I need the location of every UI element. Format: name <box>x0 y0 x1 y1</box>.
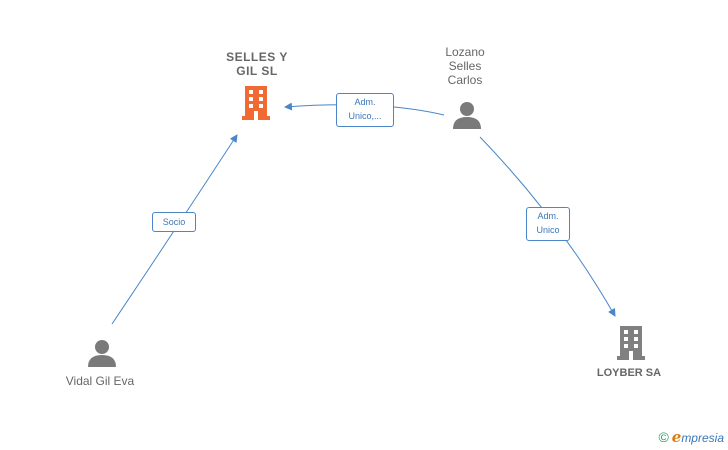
node-label-vidal[interactable]: Vidal Gil Eva <box>65 374 135 388</box>
building-icon[interactable] <box>242 86 270 120</box>
building-icon[interactable] <box>617 326 645 360</box>
person-icon[interactable] <box>88 340 116 367</box>
node-label-lozano[interactable]: Lozano Selles Carlos <box>445 45 485 87</box>
edge-label-socio[interactable]: Socio <box>152 212 196 232</box>
node-label-selles[interactable]: SELLES Y GIL SL <box>226 50 288 78</box>
node-label-loyber[interactable]: LOYBER SA <box>596 367 662 379</box>
copyright-icon: © <box>658 429 669 445</box>
empresia-logo: ©empresia <box>658 428 724 446</box>
edge-label-adm-selles[interactable]: Adm. Unico,... <box>336 93 394 127</box>
edge-label-adm-loyber[interactable]: Adm. Unico <box>526 207 570 241</box>
person-icon[interactable] <box>453 102 481 129</box>
